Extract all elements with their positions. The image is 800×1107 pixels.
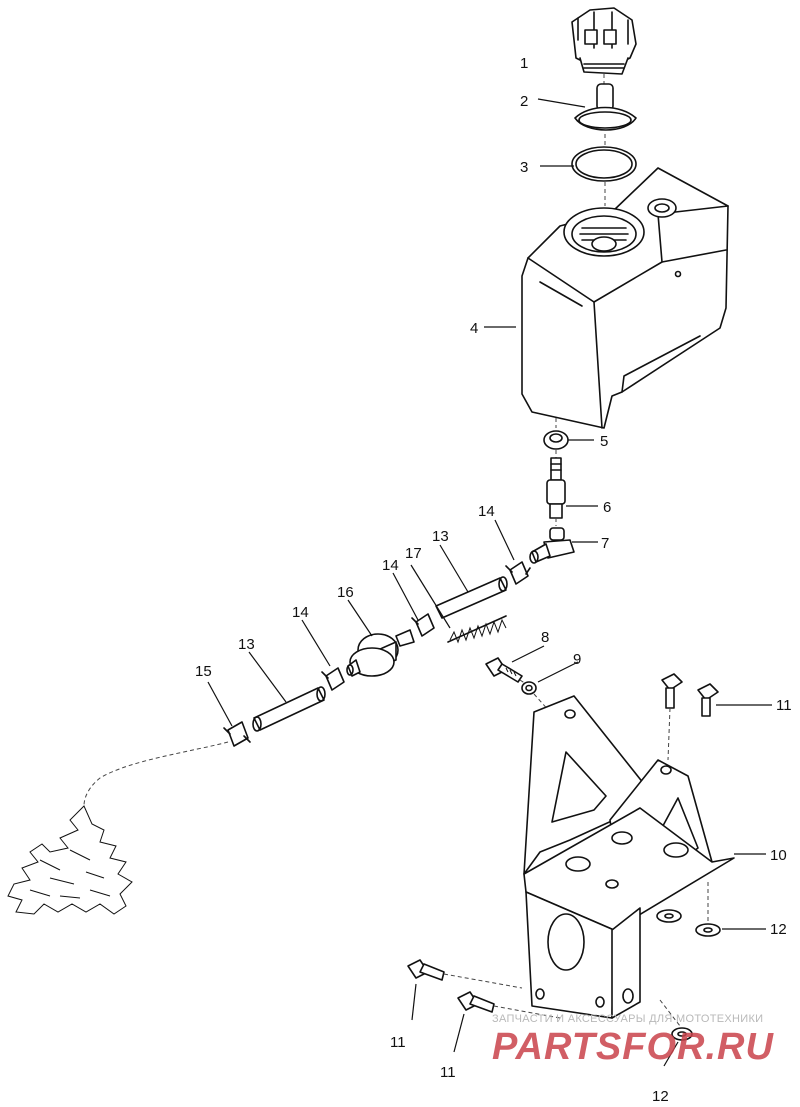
oil-reservoir xyxy=(521,167,729,429)
callout-6: 6 xyxy=(603,499,611,516)
watermark-logo: PARTSFOR.RU xyxy=(492,1026,774,1068)
callout-15: 15 xyxy=(195,663,212,680)
filler-cap xyxy=(571,7,637,86)
mount-bolt-lower-right xyxy=(457,991,561,1019)
callout-7: 7 xyxy=(601,535,609,552)
washer-bottom xyxy=(659,999,693,1041)
washer-right-upper xyxy=(656,909,682,923)
callout-2: 2 xyxy=(520,93,528,110)
hose-spring xyxy=(447,615,507,644)
callout-14-lower: 14 xyxy=(292,604,309,621)
callout-labels: 1 2 3 4 5 6 7 14 13 17 14 16 14 13 15 8 … xyxy=(195,55,792,1105)
bolt xyxy=(485,657,527,685)
hose-clamp-end xyxy=(223,721,251,747)
mounting-bracket xyxy=(523,695,735,1019)
mount-bolt-lower-left xyxy=(407,959,523,989)
hose-assembly xyxy=(83,561,531,807)
callout-14-upper: 14 xyxy=(478,503,495,520)
vent-valve xyxy=(574,83,637,131)
hose-clamp-lower xyxy=(321,667,345,691)
grommet xyxy=(543,418,569,450)
callout-17: 17 xyxy=(405,545,422,562)
callout-11-right: 11 xyxy=(776,697,792,714)
hose-clamp-middle xyxy=(411,613,435,637)
callout-11-lower-left: 11 xyxy=(390,1034,406,1051)
callout-3: 3 xyxy=(520,159,528,176)
outlet-fitting xyxy=(546,450,566,526)
hose-clamp-upper xyxy=(505,561,531,585)
mount-bolt-upper-left xyxy=(661,673,683,761)
hose-upper xyxy=(435,576,508,619)
callout-1: 1 xyxy=(520,55,528,72)
callout-13-upper: 13 xyxy=(432,528,449,545)
washer xyxy=(521,681,551,713)
leader-lines xyxy=(207,98,772,1067)
callout-11-lower-right: 11 xyxy=(440,1064,456,1081)
inline-filter xyxy=(346,629,415,677)
callout-16: 16 xyxy=(337,584,354,601)
callout-9: 9 xyxy=(573,651,581,668)
hose-continuation-hatch xyxy=(7,805,133,915)
callout-12-bottom: 12 xyxy=(652,1088,669,1105)
elbow-fitting xyxy=(529,527,575,564)
hose-lower xyxy=(252,686,326,732)
washer-right-lower xyxy=(695,882,721,937)
callout-8: 8 xyxy=(541,629,549,646)
callout-13-lower: 13 xyxy=(238,636,255,653)
callout-14-middle: 14 xyxy=(382,557,399,574)
callout-4: 4 xyxy=(470,320,478,337)
callout-10: 10 xyxy=(770,847,787,864)
mount-bolt-upper-right xyxy=(697,683,719,717)
callout-5: 5 xyxy=(600,433,608,450)
watermark-tagline: ЗАПЧАСТИ И АКСЕССУАРЫ ДЛЯ МОТОТЕХНИКИ xyxy=(492,1013,764,1025)
o-ring xyxy=(571,134,637,206)
callout-12-right: 12 xyxy=(770,921,787,938)
